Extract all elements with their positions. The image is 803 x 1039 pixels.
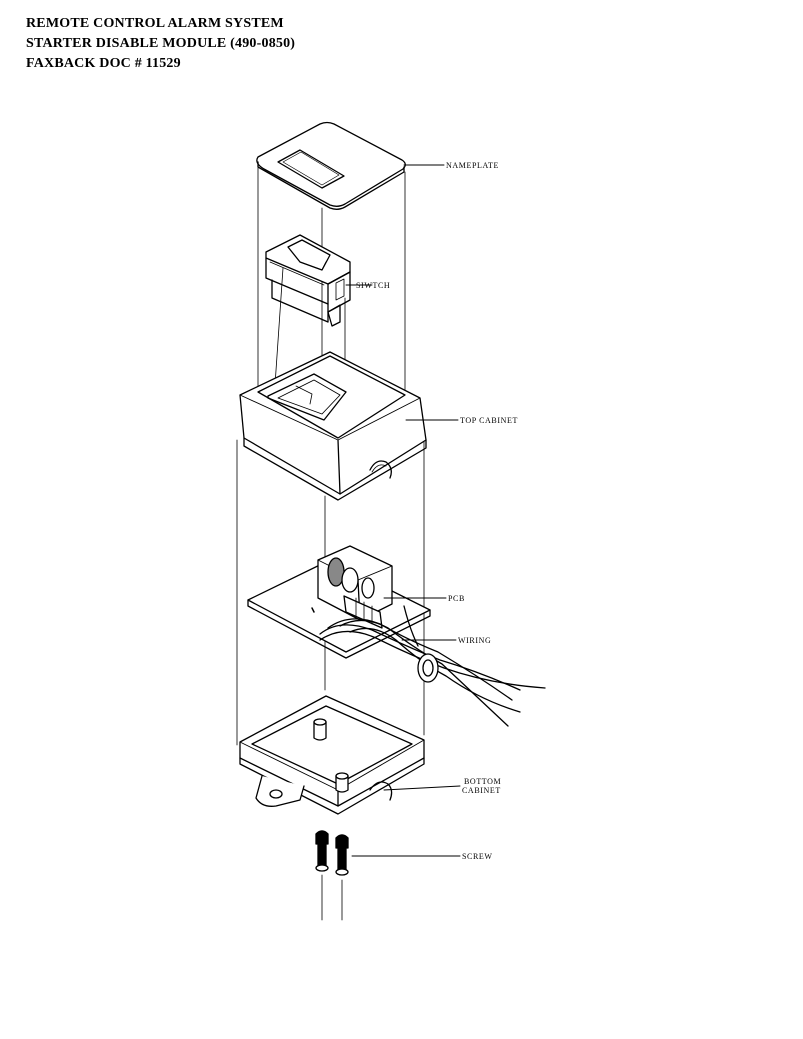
bottom-cabinet-part [239, 695, 425, 815]
alignment-guide-lines [236, 167, 425, 921]
screw-part [315, 830, 349, 876]
label-pcb: PCB [448, 594, 465, 603]
switch-part [265, 234, 351, 327]
label-bottom-cabinet-line1: BOTTOM [464, 777, 501, 786]
header-doc-number: FAXBACK DOC # 11529 [26, 56, 181, 71]
label-nameplate: NAMEPLATE [446, 161, 499, 170]
wiring-part [319, 605, 546, 727]
header-subtitle: STARTER DISABLE MODULE (490-0850) [26, 36, 296, 51]
top-cabinet-part [239, 351, 427, 501]
label-switch: SIWTCH [356, 281, 390, 290]
pcb-part [247, 545, 431, 659]
document-header: REMOTE CONTROL ALARM SYSTEM STARTER DISA… [26, 14, 295, 74]
label-top-cabinet: TOP CABINET [460, 416, 518, 425]
label-wiring: WIRING [458, 636, 491, 645]
nameplate-part [256, 121, 406, 210]
leader-lines [345, 164, 461, 857]
label-bottom-cabinet-line2: CABINET [462, 786, 501, 795]
header-title: REMOTE CONTROL ALARM SYSTEM [26, 16, 284, 31]
label-screw: SCREW [462, 852, 493, 861]
